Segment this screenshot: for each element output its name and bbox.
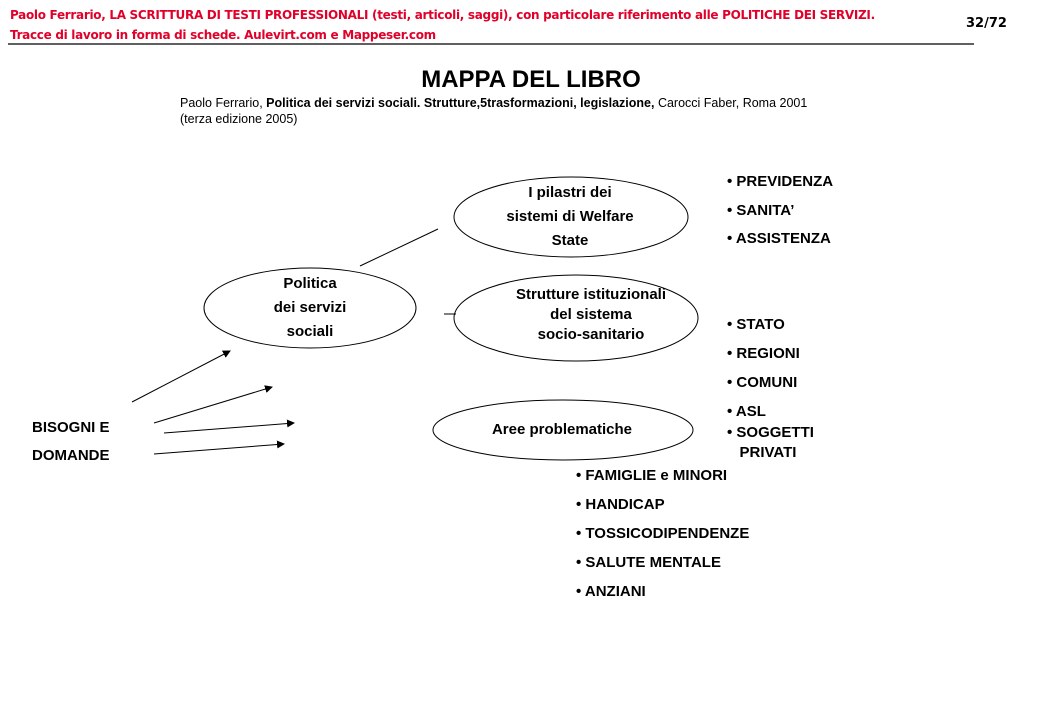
list-item: • ASL — [727, 403, 766, 420]
list-pilastri: • PREVIDENZA • SANITA’ • ASSISTENZA — [727, 168, 833, 254]
arrow — [131, 350, 231, 403]
header-line-2: Tracce di lavoro in forma di schede. Aul… — [10, 28, 436, 42]
list-item: • SOGGETTI — [727, 424, 814, 441]
node-text: I pilastri dei — [528, 184, 612, 201]
node-politica: Politica dei servizi sociali — [210, 272, 410, 344]
list-item: • REGIONI — [727, 345, 800, 362]
node-text: BISOGNI E — [32, 419, 110, 436]
node-aree: Aree problematiche — [491, 421, 633, 438]
node-text: sistemi di Welfare — [506, 208, 634, 225]
ellipse-strutture — [453, 274, 699, 362]
list-item: • PREVIDENZA — [727, 173, 834, 190]
arrow — [163, 419, 295, 434]
list-item: PRIVATI — [727, 444, 797, 461]
list-item: • SANITA’ — [727, 201, 795, 219]
arrow — [153, 440, 285, 455]
node-strutture: Strutture istituzionali del sistema socio-… — [466, 285, 716, 345]
node-text: socio-sanitario — [537, 326, 645, 343]
ref-author: Paolo Ferrario, — [180, 96, 267, 110]
node-text: Strutture istituzionali — [516, 286, 666, 303]
ref-publisher: Carocci Faber, Roma 2001 — [654, 96, 808, 110]
list-item: • TOSSICODIPENDENZE — [576, 525, 750, 542]
list-item: • HANDICAP — [576, 496, 665, 513]
list-item: • SALUTE MENTALE — [576, 554, 721, 571]
connector-line — [359, 228, 439, 267]
ellipse-aree — [432, 399, 694, 461]
ellipse-pilastri — [453, 176, 689, 258]
list-item: • FAMIGLIE e MINORI — [576, 467, 728, 484]
ref-book: Politica dei servizi sociali. Strutture,… — [266, 96, 655, 110]
ref-edition: (terza edizione 2005) — [180, 112, 298, 126]
book-reference: Paolo Ferrario, Politica dei servizi soc… — [180, 96, 807, 110]
node-text: DOMANDE — [32, 447, 110, 464]
node-bisogni: BISOGNI E DOMANDE — [32, 414, 110, 470]
list-item: • COMUNI — [727, 374, 798, 391]
ellipse-politica — [203, 267, 417, 349]
node-text: dei servizi — [273, 299, 347, 316]
list-item: • ASSISTENZA — [727, 230, 831, 247]
node-text: sociali — [286, 323, 334, 340]
list-item: • ANZIANI — [576, 583, 646, 600]
arrow — [153, 385, 273, 424]
header-line-1: Paolo Ferrario, LA SCRITTURA DI TESTI PR… — [10, 8, 875, 22]
list-item: • STATO — [727, 316, 785, 333]
page-number: 32/72 — [966, 16, 1007, 31]
page-title: MAPPA DEL LIBRO — [421, 66, 641, 93]
node-text: State — [551, 232, 589, 249]
list-strutture: • STATO• REGIONI• COMUNI• ASL• SOGGETTI … — [727, 281, 814, 464]
node-text: del sistema — [550, 306, 632, 323]
node-text: Politica — [283, 275, 337, 292]
list-aree: • FAMIGLIE e MINORI • HANDICAP • TOSSICODI… — [576, 461, 749, 606]
